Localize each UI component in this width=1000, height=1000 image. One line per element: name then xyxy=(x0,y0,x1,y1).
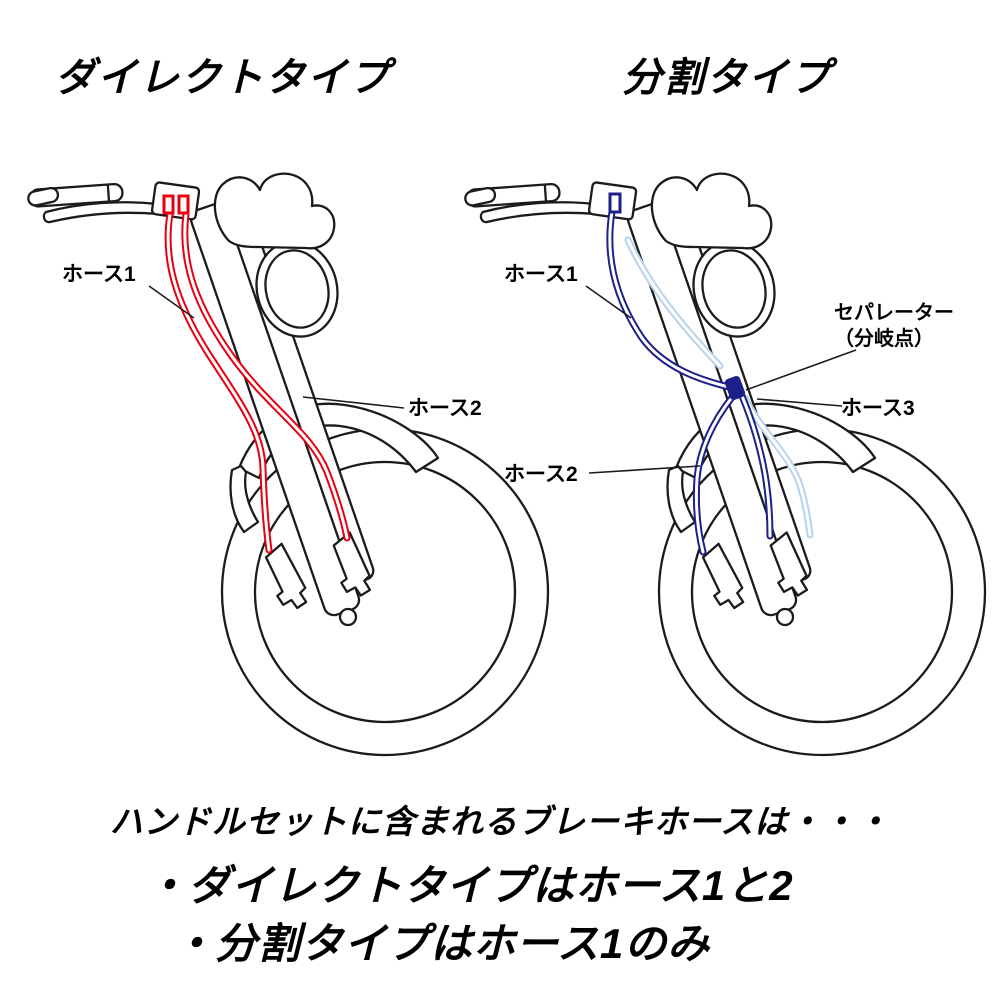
label-left-hose1: ホース1 xyxy=(62,263,136,286)
label-right-hose3: ホース3 xyxy=(841,397,915,420)
split-hose-fitting xyxy=(608,192,622,214)
direct-hose-fittings xyxy=(162,194,190,215)
label-left-hose2: ホース2 xyxy=(408,397,482,420)
footer-bullet-direct: ・ダイレクトタイプはホース1と2 xyxy=(145,862,794,909)
leader-right-hose2 xyxy=(588,465,701,474)
label-separator-line2: （分岐点） xyxy=(834,328,934,350)
leader-right-hose3 xyxy=(756,398,843,407)
leader-left-hose2 xyxy=(302,396,405,409)
leader-right-separator xyxy=(745,349,857,391)
leader-left-hose1 xyxy=(148,285,195,319)
label-separator-line1: セパレーター xyxy=(834,302,954,324)
footer-intro-text: ハンドルセットに含まれるブレーキホースは・・・ xyxy=(109,803,891,840)
direct-type-title: ダイレクトタイプ xyxy=(55,56,391,100)
leader-lines xyxy=(148,285,857,474)
footer-bullet-split: ・分割タイプはホース1のみ xyxy=(172,920,711,967)
leader-right-hose1 xyxy=(585,285,632,319)
label-right-hose1: ホース1 xyxy=(504,263,578,286)
label-right-hose2: ホース2 xyxy=(504,463,578,486)
label-separator: セパレーター （分岐点） xyxy=(834,300,954,352)
split-type-title: 分割タイプ xyxy=(622,56,832,100)
separator-block xyxy=(724,376,746,400)
